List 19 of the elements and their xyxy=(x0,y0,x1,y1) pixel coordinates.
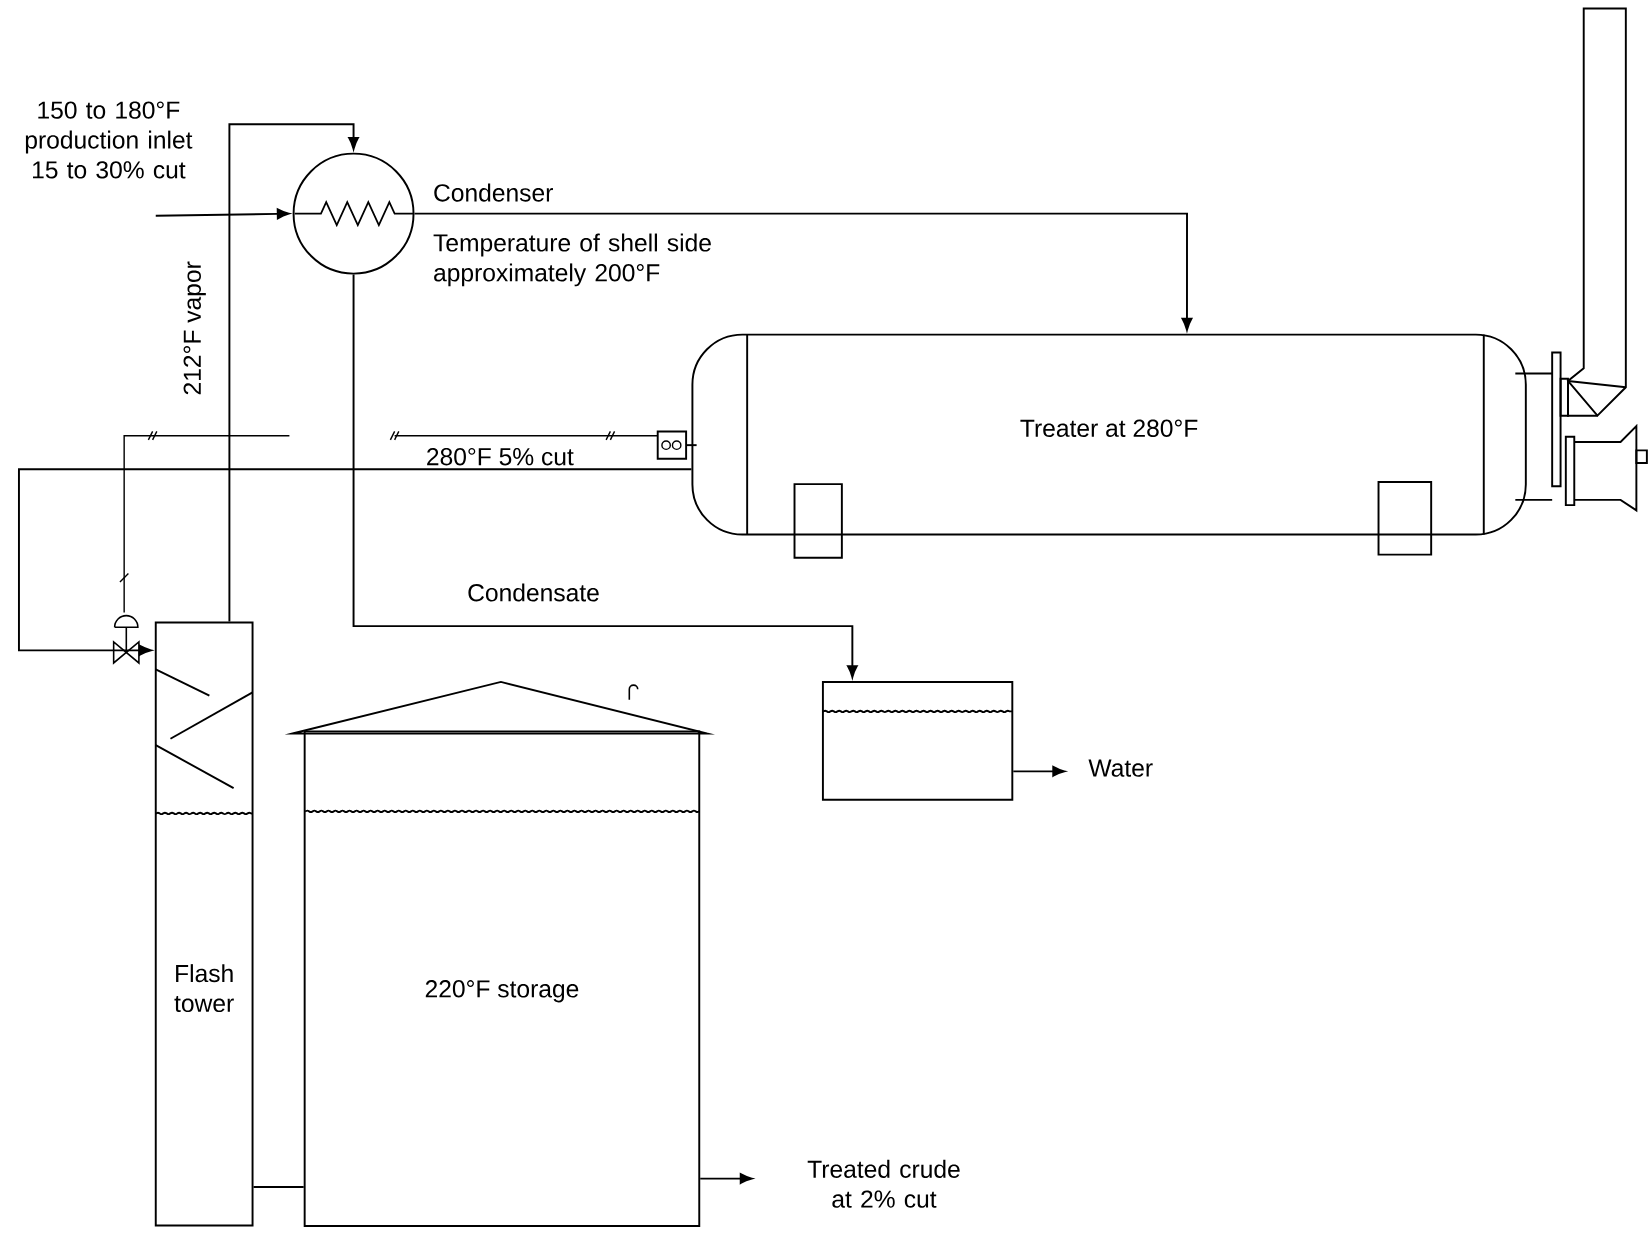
edge-label: Water xyxy=(1088,759,1153,777)
beside-label: Condenser xyxy=(434,183,553,202)
pipe-arrow xyxy=(352,273,858,679)
edge-label: 212°F vapor xyxy=(183,261,206,395)
separator-tank xyxy=(821,680,1014,801)
edge-label: 150 to 180°F production inlet 15 to 30% cut xyxy=(25,101,193,179)
edge-label: Condensate xyxy=(468,583,599,602)
edge-label: Treated crude at 2% cut xyxy=(807,1159,960,1208)
pipe-arrow xyxy=(18,468,693,656)
pipe-arrow xyxy=(699,1173,753,1184)
edge-label: 280°F 5% cut xyxy=(427,447,574,466)
pipe-arrow xyxy=(228,123,359,623)
flash-tower: Flash tower xyxy=(154,621,254,1227)
beside-label: Temperature of shell side approximately 200°F xyxy=(433,233,711,287)
pipe-arrow xyxy=(154,208,290,220)
condenser-circle xyxy=(292,152,415,275)
pipe-arrow xyxy=(1012,765,1066,777)
pipe-arrow xyxy=(413,212,1193,331)
treater-vessel: Treater at 280°F xyxy=(691,333,1527,559)
